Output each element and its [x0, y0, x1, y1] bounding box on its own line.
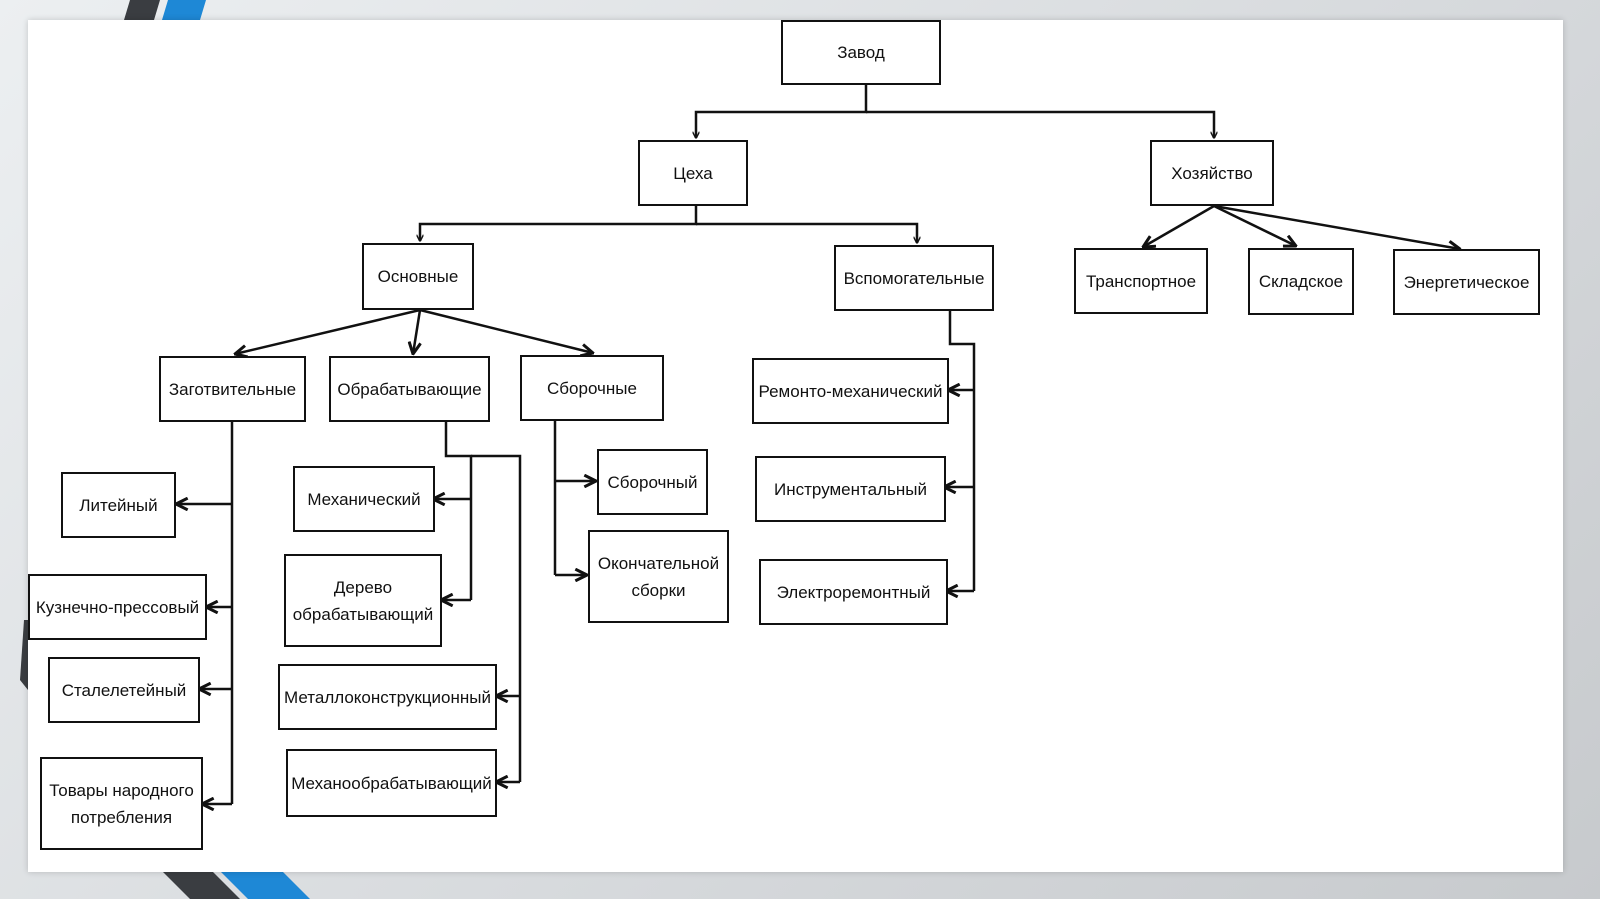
node-metallokonstr: Металлоконструкционный	[278, 664, 497, 730]
bus-obrabatyvayushchie-outer	[471, 454, 522, 782]
node-instrumentalny: Инструментальный	[755, 456, 946, 522]
node-hozyaystvo: Хозяйство	[1150, 140, 1274, 206]
node-derevo: Дерево обрабатывающий	[284, 554, 442, 647]
node-remontno: Ремонто-механический	[752, 358, 949, 424]
bus-vspomogatelnye	[948, 310, 976, 591]
link-zavod-hozyaystvo	[866, 110, 1214, 138]
node-elektroremontny: Электроремонтный	[759, 559, 948, 625]
node-kuznechno: Кузнечно-прессовый	[28, 574, 207, 640]
link-tsekha-osnovnye	[420, 206, 698, 241]
bus-obrabatyvayushchie	[444, 421, 473, 600]
node-vspomogatelnye: Вспомогательные	[834, 245, 994, 311]
node-mekhanicheskiy: Механический	[293, 466, 435, 532]
node-okonchatelnoy: Окончательной сборки	[588, 530, 729, 623]
link-hozyaystvo-transportnoe	[1143, 204, 1215, 247]
node-liteyny: Литейный	[61, 472, 176, 538]
link-tsekha-vspomogatelnye	[696, 222, 917, 243]
link-osnovnye-zagotovitelnye	[235, 308, 421, 354]
left-edge-stripe	[20, 620, 28, 690]
link-zavod-tsekha	[696, 84, 868, 138]
link-hozyaystvo-skladskoe	[1213, 204, 1296, 246]
corner-stripes-top	[124, 0, 206, 20]
node-tovary: Товары народного потребления	[40, 757, 203, 850]
node-obrabatyvayushchie: Обрабатывающие	[329, 356, 490, 422]
node-sborochnye: Сборочные	[520, 355, 664, 421]
link-osnovnye-obrabatyvayushchie	[413, 309, 420, 354]
node-transportnoe: Транспортное	[1074, 248, 1208, 314]
node-energeticheskoe: Энергетическое	[1393, 249, 1540, 315]
node-osnovnye: Основные	[362, 243, 474, 310]
node-mekhanoobr: Механообрабатывающий	[286, 749, 497, 817]
node-sborochny: Сборочный	[597, 449, 708, 515]
node-staleliteyny: Сталелетейный	[48, 657, 200, 723]
link-hozyaystvo-energeticheskoe	[1213, 204, 1460, 249]
connector-lines	[28, 84, 1563, 872]
node-tsekha: Цеха	[638, 140, 748, 206]
link-osnovnye-sborochnye	[419, 308, 593, 353]
node-skladskoe: Складское	[1248, 248, 1354, 315]
node-zagotovitelnye: Заготвительные	[159, 356, 306, 422]
node-zavod: Завод	[781, 20, 941, 85]
slide-canvas: Завод Цеха Хозяйство Основные Вспомогате…	[28, 20, 1563, 872]
